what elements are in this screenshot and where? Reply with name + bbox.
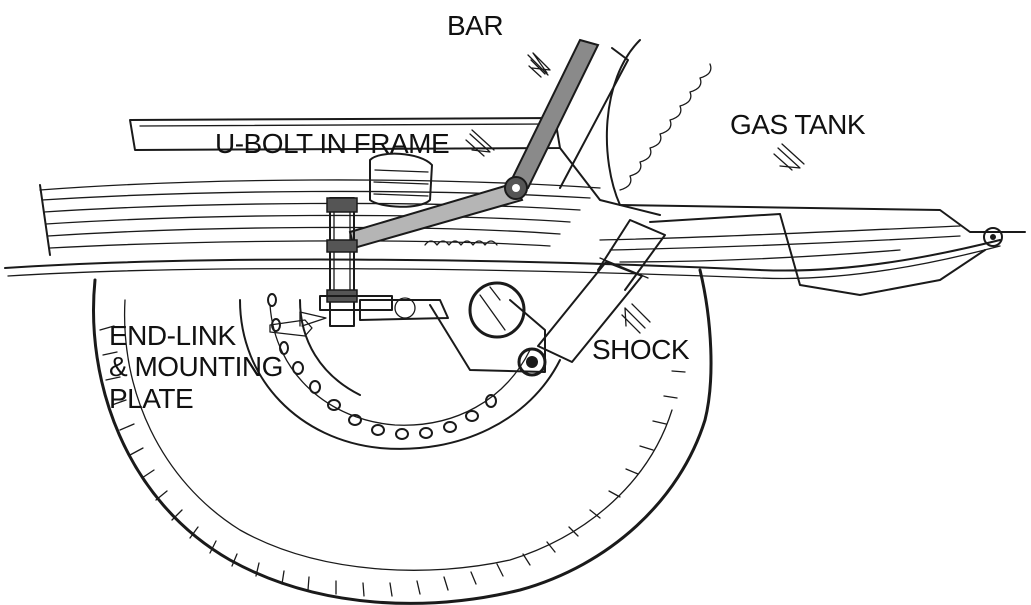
bar-label: BAR — [447, 10, 504, 41]
u-bolt-block — [369, 152, 498, 246]
end-link-label-line-3: PLATE — [109, 382, 194, 414]
end-link-pointer-arrow — [299, 311, 327, 327]
wheel-lug-holes — [267, 293, 497, 440]
axle-bracket — [359, 281, 546, 373]
end-link-label-line-2: & MOUNTING — [109, 351, 283, 383]
frame-rail — [129, 117, 661, 216]
end-link-label: END-LINK & MOUNTING PLATE — [109, 320, 283, 414]
shock-label: SHOCK — [592, 334, 690, 365]
tire — [92, 268, 713, 605]
shock-absorber — [517, 219, 666, 377]
gas-tank-pointer-arrow — [773, 143, 805, 171]
end-link-label-line-1: END-LINK — [109, 320, 236, 351]
end-link — [269, 197, 393, 337]
gas-tank-label: GAS TANK — [730, 109, 866, 140]
leaf-spring — [4, 179, 1001, 280]
gas-tank — [605, 39, 1026, 296]
bar-pointer-arrow — [527, 52, 551, 78]
anti-sway-bar — [348, 38, 629, 250]
u-bolt-label: U-BOLT IN FRAME — [215, 128, 450, 159]
wheel — [239, 293, 561, 450]
tire-tread — [99, 325, 686, 597]
u-bolt-pointer-arrow — [465, 129, 495, 157]
shock-pointer-arrow — [621, 303, 651, 334]
